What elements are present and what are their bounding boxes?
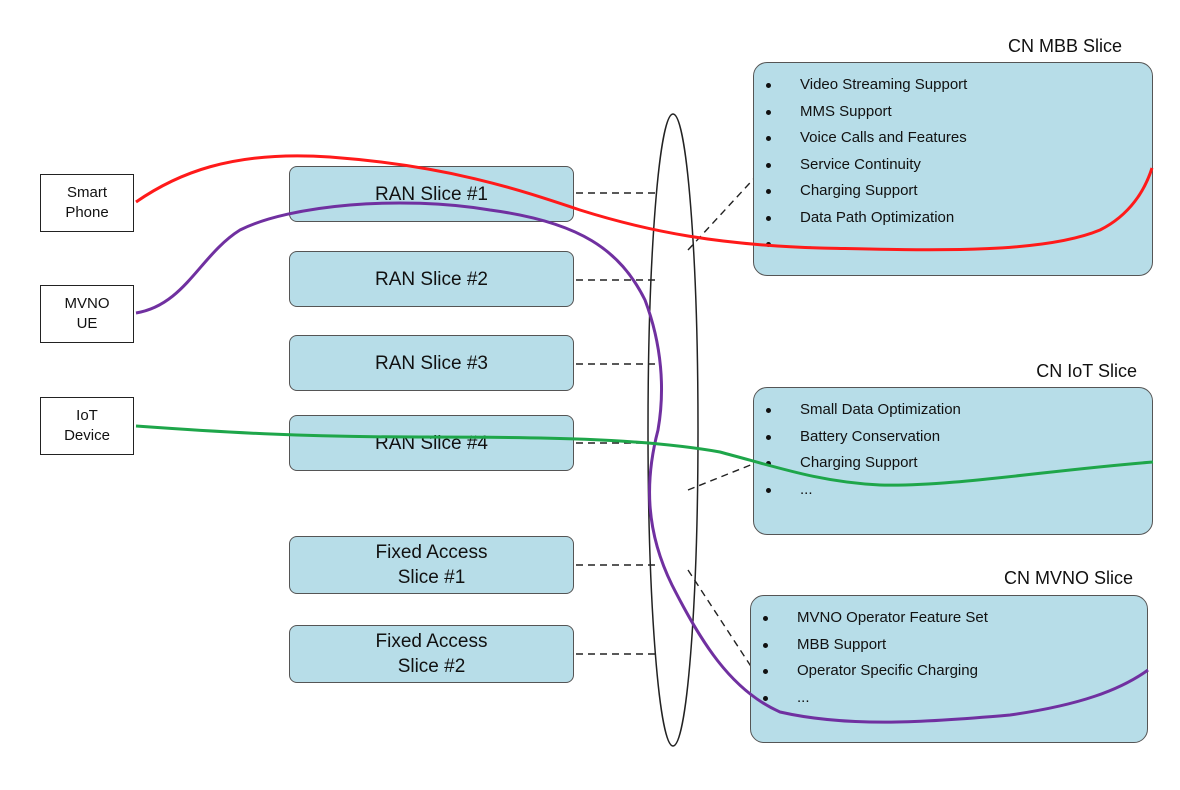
fixed-access-slice-1: Fixed Access Slice #1 <box>289 536 574 594</box>
list-item: Charging Support <box>766 450 961 477</box>
list-item: Charging Support <box>766 178 967 205</box>
iot-device-label-line1: IoT <box>76 407 98 424</box>
cn-iot-slice-box: Small Data Optimization Battery Conserva… <box>753 387 1153 535</box>
smartphone-label-line1: Smart <box>66 184 107 201</box>
slice-selection-ellipse <box>647 113 699 747</box>
fixed-slice-2-label-line2: Slice #2 <box>397 656 466 677</box>
list-item: MBB Support <box>763 632 988 659</box>
fixed-slice-2-label-line1: Fixed Access <box>375 631 488 652</box>
list-item: Voice Calls and Features <box>766 125 967 152</box>
list-item: Data Path Optimization <box>766 205 967 232</box>
list-item: MMS Support <box>766 99 967 126</box>
iot-device-path <box>135 424 1154 487</box>
cn-mbb-title: CN MBB Slice <box>1007 36 1122 56</box>
dash-to-mvno <box>687 569 753 669</box>
cn-mvno-title: CN MVNO Slice <box>1003 568 1133 588</box>
smartphone-label-line2: Phone <box>65 204 109 221</box>
mvno-ue-box: MVNO UE <box>40 285 134 343</box>
cn-mbb-feature-list: Video Streaming Support MMS Support Voic… <box>766 72 967 258</box>
list-item: Operator Specific Charging <box>763 658 988 685</box>
ran-slice-2: RAN Slice #2 <box>289 251 574 307</box>
list-item: MVNO Operator Feature Set <box>763 605 988 632</box>
list-item: Small Data Optimization <box>766 397 961 424</box>
fixed-slice-1-label-line2: Slice #1 <box>397 567 466 588</box>
smartphone-box: Smart Phone <box>40 174 134 232</box>
ran-slice-2-label: RAN Slice #2 <box>375 268 488 290</box>
ran-slice-3: RAN Slice #3 <box>289 335 574 391</box>
iot-device-box: IoT Device <box>40 397 134 455</box>
cn-iot-feature-list: Small Data Optimization Battery Conserva… <box>766 397 961 503</box>
dash-to-iot <box>687 461 759 491</box>
fixed-access-slice-2: Fixed Access Slice #2 <box>289 625 574 683</box>
iot-device-label-line2: Device <box>64 427 110 444</box>
fixed-slice-1-label-line1: Fixed Access <box>375 542 488 563</box>
mvno-ue-label-line2: UE <box>76 315 98 332</box>
list-item: Video Streaming Support <box>766 72 967 99</box>
cn-mbb-slice-box: Video Streaming Support MMS Support Voic… <box>753 62 1153 276</box>
list-item: ... <box>766 477 961 504</box>
cn-mvno-feature-list: MVNO Operator Feature Set MBB Support Op… <box>763 605 988 711</box>
mvno-ue-label-line1: MVNO <box>64 295 110 312</box>
ran-slice-1-label: RAN Slice #1 <box>375 183 488 205</box>
mvno-ue-path <box>135 201 1149 724</box>
ran-slice-3-label: RAN Slice #3 <box>375 352 488 374</box>
cn-iot-title: CN IoT Slice <box>1036 361 1137 381</box>
list-item: Service Continuity <box>766 152 967 179</box>
list-item: Battery Conservation <box>766 424 961 451</box>
smartphone-path <box>135 154 1154 252</box>
list-item: ... <box>763 685 988 712</box>
